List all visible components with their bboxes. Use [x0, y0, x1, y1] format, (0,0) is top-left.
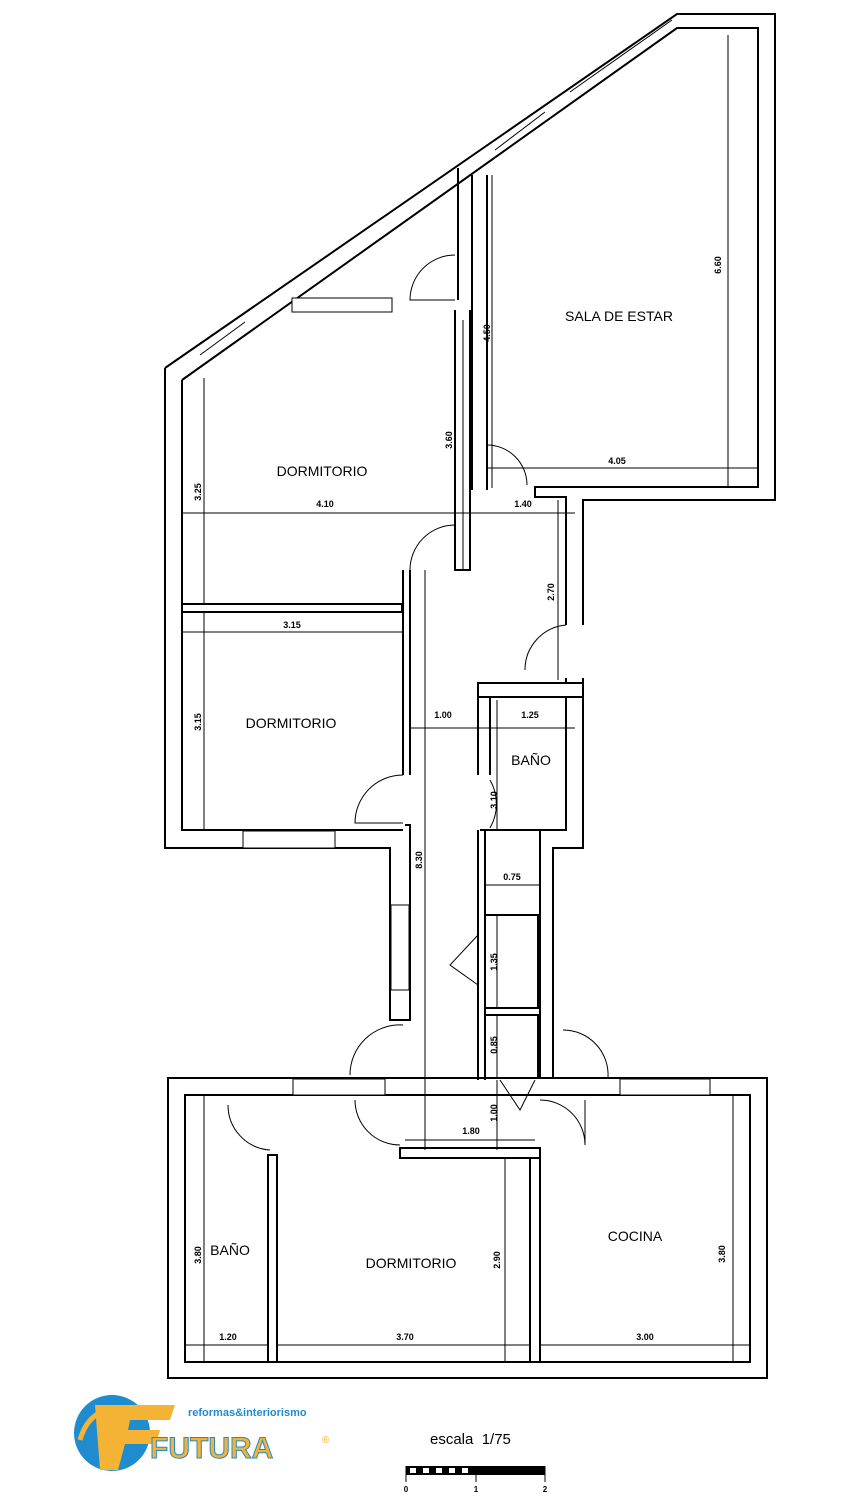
dim-label: 1.00: [489, 1104, 499, 1122]
dim-label: 3.25: [193, 483, 203, 501]
dim-label: 3.80: [193, 1246, 203, 1264]
scale-bar: escala 1/75 0 1 2: [404, 1431, 548, 1494]
dimension-labels: 6.60 4.50 4.05 3.60 3.25 4.10 1.40 2.70 …: [193, 256, 727, 1342]
walls: [164, 13, 776, 1379]
logo-tagline: reformas&interiorismo: [188, 1407, 307, 1419]
logo-registered: ®: [322, 1435, 330, 1446]
scale-tick: 0: [404, 1485, 409, 1494]
room-label-dormitorio: DORMITORIO: [246, 715, 337, 731]
dim-label: 1.80: [462, 1126, 480, 1136]
room-label-bano: BAÑO: [511, 752, 551, 768]
logo-name: FUTURA: [150, 1432, 273, 1465]
dim-label: 8.30: [414, 851, 424, 869]
dimension-lines: [182, 35, 758, 1362]
dim-label: 1.40: [514, 499, 532, 509]
dim-label: 0.75: [503, 872, 521, 882]
room-label-bano: BAÑO: [210, 1242, 250, 1258]
scale-tick: 2: [543, 1485, 548, 1494]
doors: [227, 254, 609, 1151]
dim-label: 4.10: [316, 499, 334, 509]
room-label-sala: SALA DE ESTAR: [565, 308, 673, 324]
dim-label: 2.90: [492, 1251, 502, 1269]
dim-label: 1.35: [489, 953, 499, 971]
dim-label: 2.70: [546, 583, 556, 601]
dim-label: 3.80: [717, 1245, 727, 1263]
scale-tick: 1: [474, 1485, 479, 1494]
futura-logo: reformas&interiorismo FUTURA ®: [74, 1395, 330, 1471]
dim-label: 3.15: [283, 620, 301, 630]
room-labels: SALA DE ESTAR DORMITORIO DORMITORIO BAÑO…: [210, 308, 673, 1271]
dim-label: 4.05: [608, 456, 626, 466]
scale-label: escala 1/75: [430, 1431, 511, 1448]
dim-label: 1.20: [219, 1332, 237, 1342]
dim-label: 1.00: [434, 710, 452, 720]
dim-label: 3.10: [489, 791, 499, 809]
dim-label: 6.60: [713, 256, 723, 274]
windows: [199, 19, 711, 1096]
room-label-dormitorio: DORMITORIO: [366, 1255, 457, 1271]
room-label-dormitorio: DORMITORIO: [277, 463, 368, 479]
dim-label: 3.15: [193, 713, 203, 731]
dim-label: 1.25: [521, 710, 539, 720]
room-label-cocina: COCINA: [608, 1228, 663, 1244]
dim-label: 3.00: [636, 1332, 654, 1342]
dim-label: 4.50: [482, 324, 492, 342]
dim-label: 3.60: [444, 431, 454, 449]
dim-label: 0.85: [489, 1036, 499, 1054]
dim-label: 3.70: [396, 1332, 414, 1342]
